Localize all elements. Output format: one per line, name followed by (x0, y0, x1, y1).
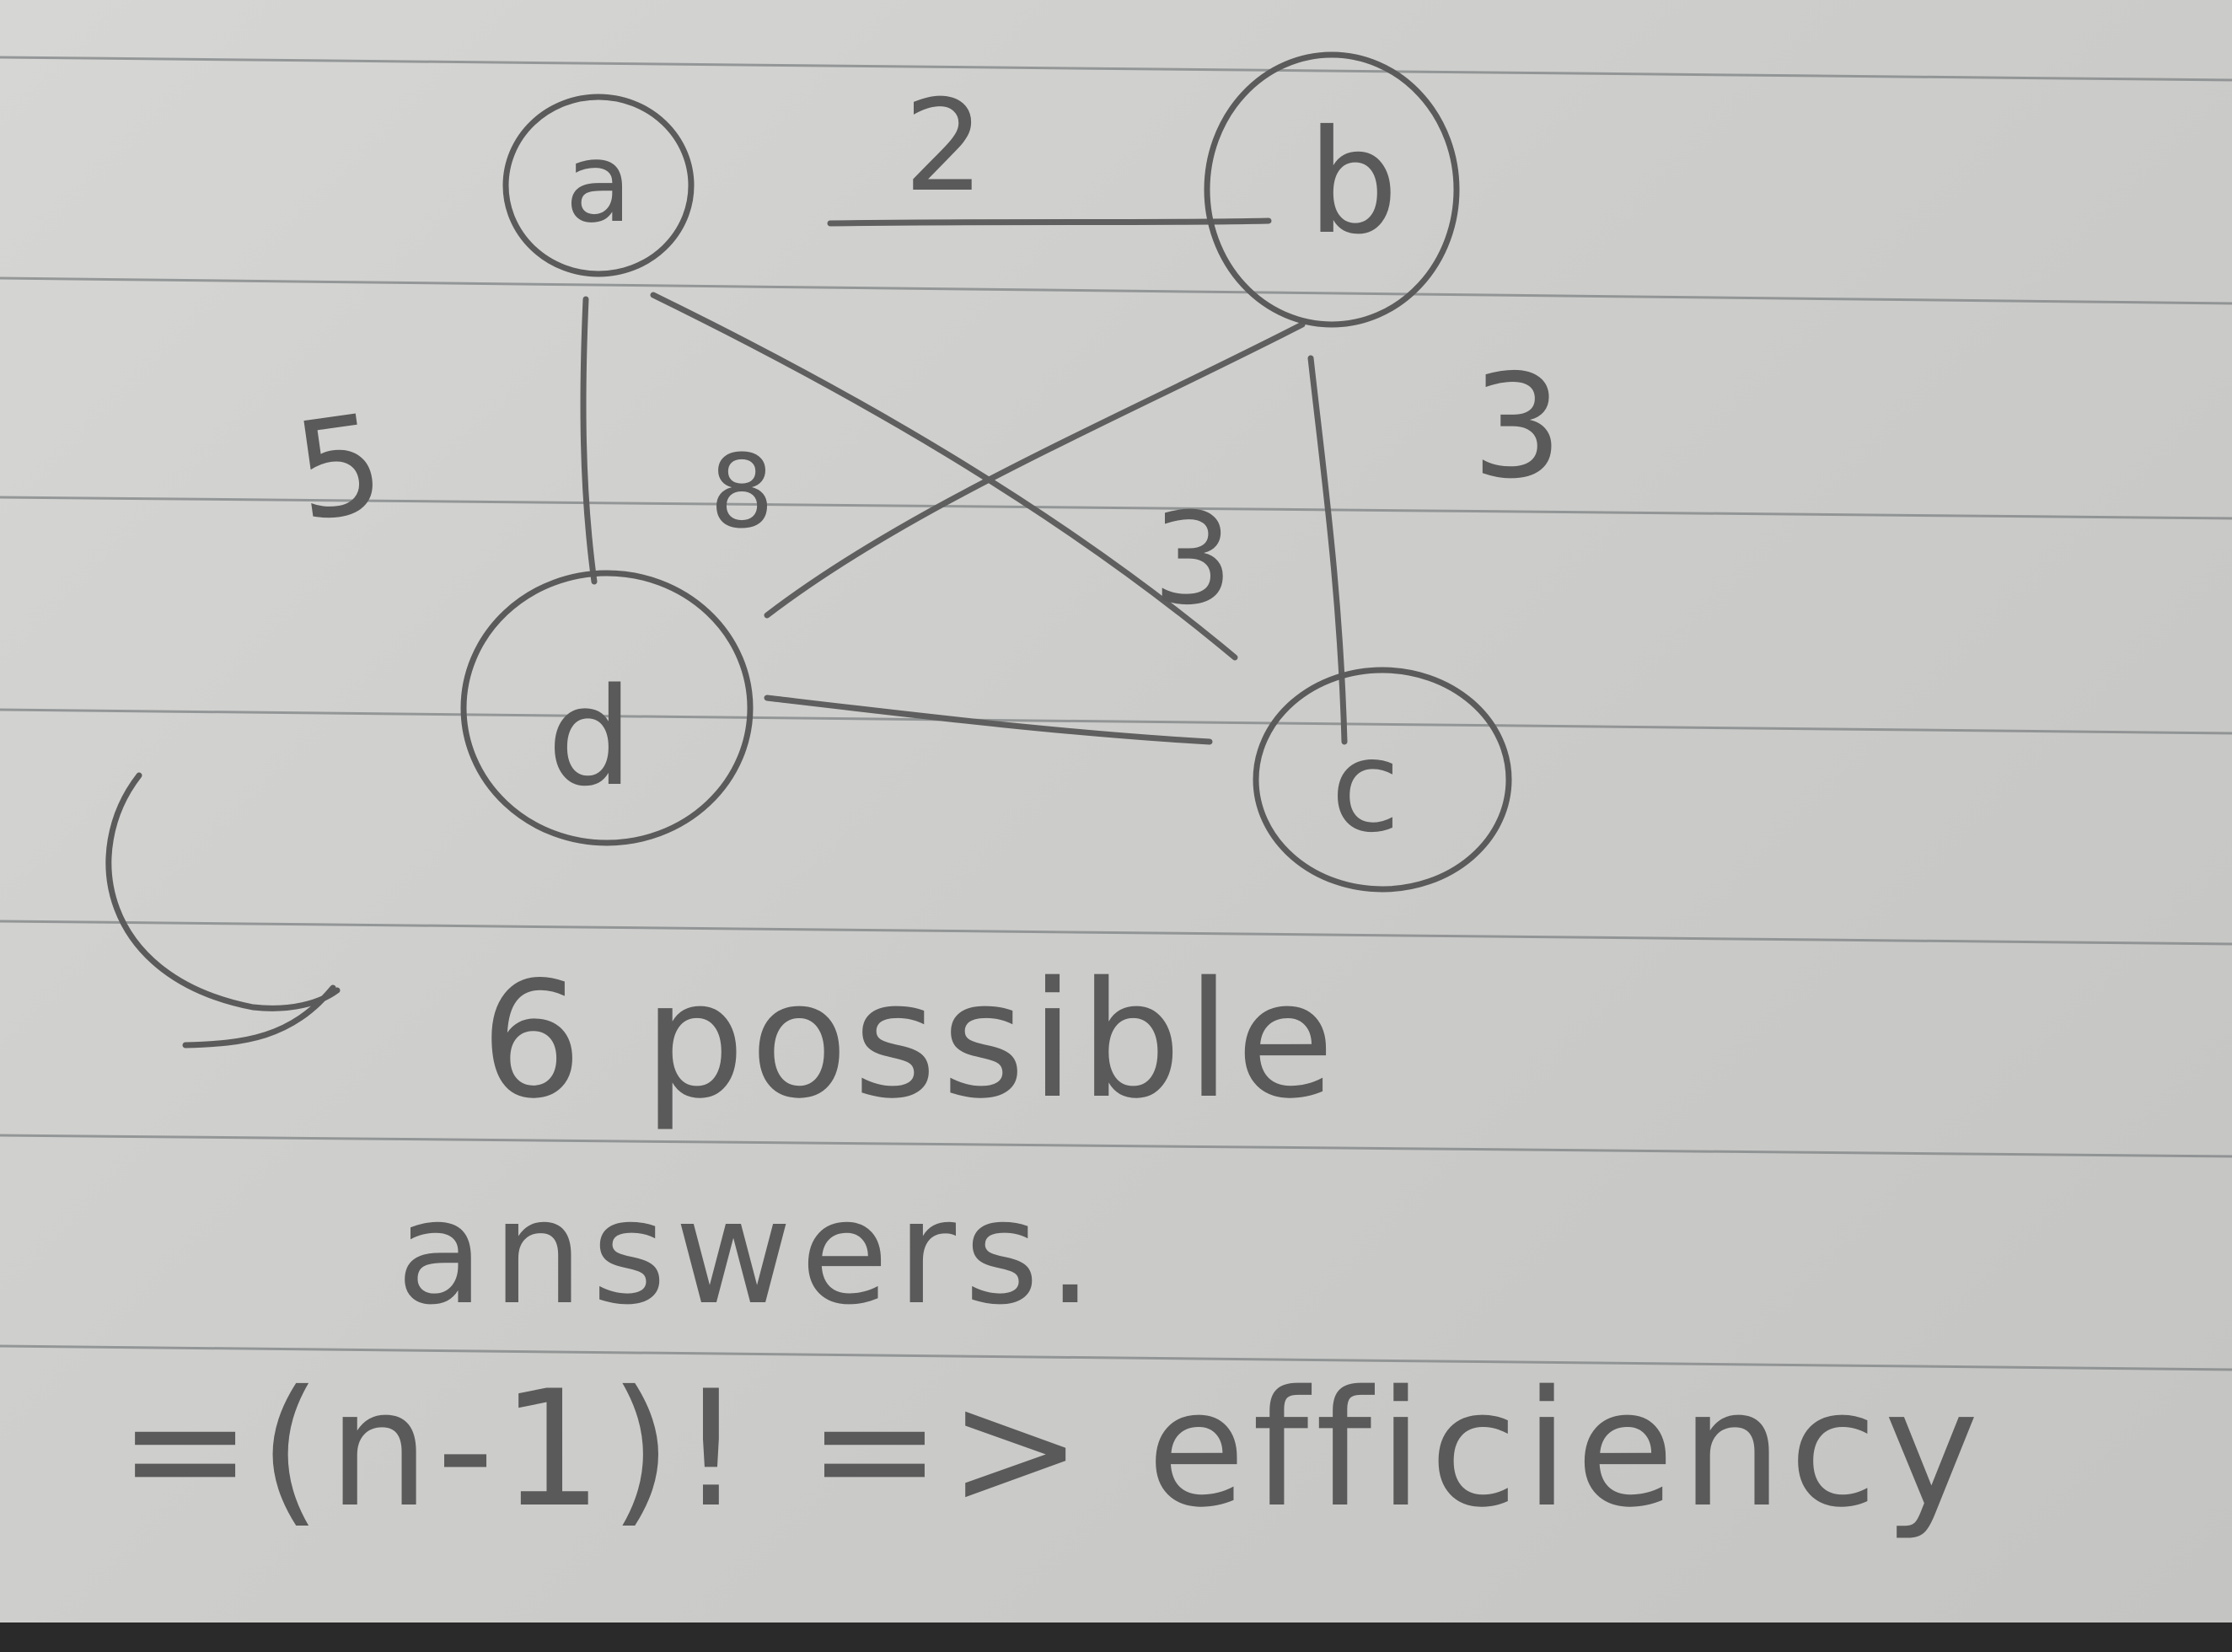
node-c: c (1253, 667, 1512, 893)
node-b-circle (1204, 51, 1460, 328)
ruled-line (0, 496, 2232, 520)
ruled-line (0, 1134, 2232, 1158)
graph-edges (580, 217, 1348, 745)
ruled-lines (0, 56, 2232, 1371)
node-a-label: a (565, 119, 632, 247)
ruled-line (0, 920, 2232, 946)
node-d-label: d (547, 658, 633, 816)
node-d-circle (460, 570, 754, 846)
node-a: a (502, 94, 695, 277)
curved-arrow-stroke (105, 772, 341, 1011)
node-c-circle (1253, 667, 1512, 893)
edge-b-c (1307, 355, 1348, 745)
table-edge (0, 1622, 2232, 1652)
edge-d-c (764, 695, 1213, 745)
note-formula: =(n-1)! => efficiency (118, 1356, 1986, 1542)
ruled-line (0, 56, 2232, 82)
node-b: b (1204, 51, 1460, 328)
ruled-line (0, 276, 2232, 305)
weight-b-d: 8 (710, 434, 774, 551)
edge-b-d (764, 321, 1306, 619)
edge-weights: 2 3 3 8 5 (286, 73, 1563, 633)
handwritten-notes: 6 possible answers. =(n-1)! => efficienc… (118, 947, 1986, 1542)
note-possible-answers: 6 possible (480, 947, 1339, 1134)
curved-arrow-icon (105, 772, 341, 1049)
weight-b-c: 3 (1472, 344, 1563, 511)
node-c-label: c (1331, 714, 1400, 861)
weight-a-b: 2 (904, 73, 984, 220)
note-answers: answers. (396, 1170, 1102, 1337)
node-d: d (460, 570, 754, 846)
weight-a-d: 5 (286, 384, 393, 551)
edge-a-b (827, 217, 1272, 227)
weight-a-c: 3 (1152, 486, 1232, 633)
curved-arrow-head (182, 984, 336, 1049)
edge-a-d (580, 296, 598, 585)
ruled-line (0, 708, 2232, 735)
node-a-circle (502, 94, 695, 277)
ruled-line (0, 1344, 2232, 1371)
node-b-label: b (1307, 99, 1398, 266)
edge-a-c (650, 292, 1238, 661)
